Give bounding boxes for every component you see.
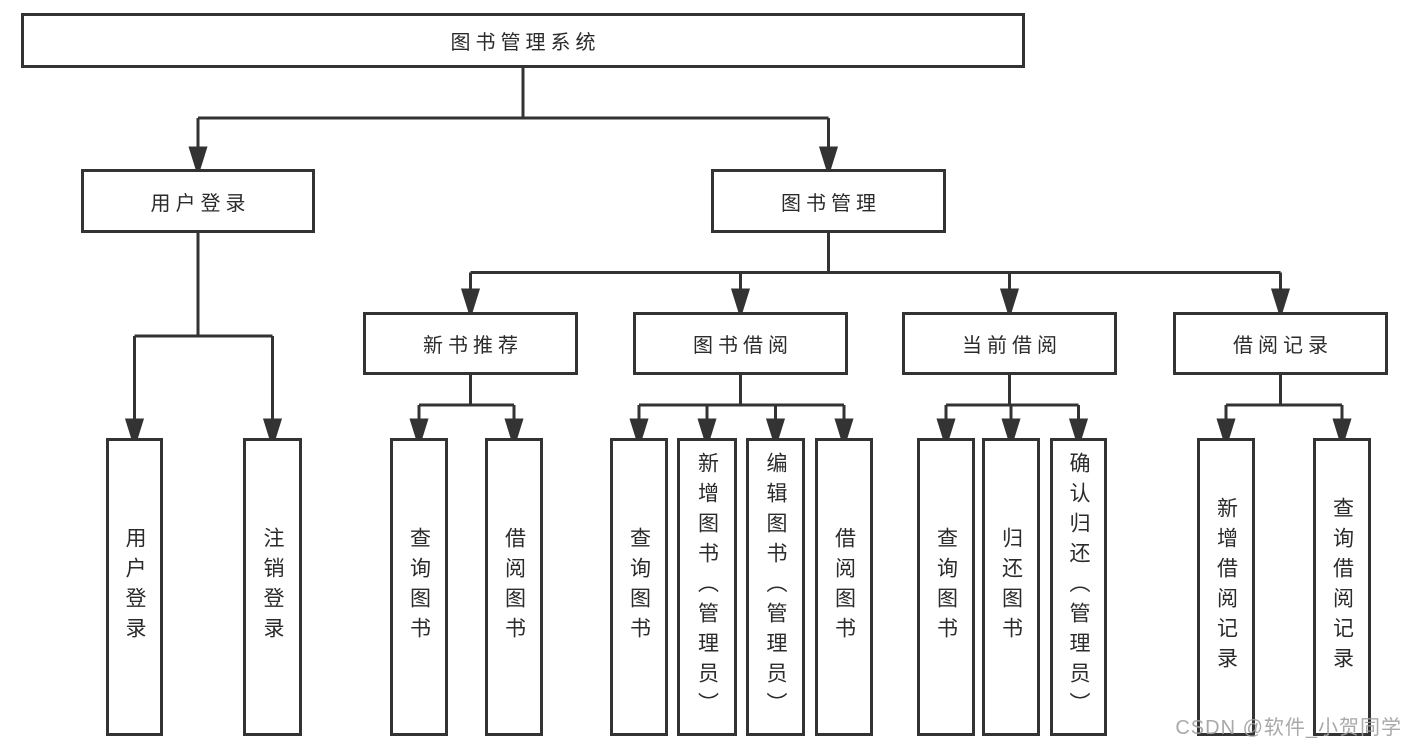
node-label: 当前借阅 [962, 335, 1062, 357]
leaf-add-borrow-record: 新增借阅记录 [1197, 438, 1255, 736]
node-label: 图书管理 [781, 192, 881, 215]
connector-newbook-to-leaves [409, 375, 524, 450]
leaf-label: 查询图书 [627, 527, 651, 647]
node-borrow-record: 借阅记录 [1173, 312, 1388, 375]
node-current-borrow: 当前借阅 [902, 312, 1117, 375]
leaf-label: 归还图书 [999, 527, 1023, 647]
leaf-logout: 注销登录 [243, 438, 302, 736]
node-label: 借阅记录 [1233, 335, 1333, 357]
leaf-label: 查询借阅记录 [1330, 497, 1354, 677]
node-user-login: 用户登录 [81, 169, 315, 233]
leaf-label: 确认归还（管理员） [1067, 452, 1090, 722]
leaf-user-login: 用户登录 [106, 438, 163, 736]
connector-root-to-level2 [188, 68, 839, 178]
connector-login-to-leaves [124, 233, 283, 450]
leaf-return-book: 归还图书 [982, 438, 1040, 736]
leaf-query-borrow-record: 查询借阅记录 [1313, 438, 1371, 736]
connector-borrow-to-leaves [629, 375, 854, 450]
leaf-query-book-3: 查询图书 [917, 438, 975, 736]
leaf-label: 用户登录 [123, 527, 146, 647]
node-label: 新书推荐 [423, 335, 523, 357]
node-book-management: 图书管理 [711, 169, 946, 233]
node-new-book-recommend: 新书推荐 [363, 312, 578, 375]
leaf-label: 查询图书 [934, 527, 958, 647]
leaf-borrow-book-2: 借阅图书 [815, 438, 873, 736]
node-label: 用户登录 [150, 192, 251, 215]
node-book-borrow: 图书借阅 [633, 312, 848, 375]
node-label: 图书借阅 [693, 335, 793, 357]
leaf-label: 查询图书 [407, 527, 431, 647]
connector-current-to-leaves [936, 375, 1089, 450]
leaf-query-book-1: 查询图书 [390, 438, 448, 736]
leaf-confirm-return-admin: 确认归还（管理员） [1050, 438, 1107, 736]
leaf-label: 新增图书（管理员） [695, 452, 719, 722]
leaf-edit-book-admin: 编辑图书（管理员） [746, 438, 805, 736]
node-label: 图书管理系统 [450, 32, 601, 54]
connector-record-to-leaves [1216, 375, 1352, 450]
watermark: CSDN @软件_小贺同学 [1175, 717, 1402, 739]
leaf-label: 编辑图书（管理员） [764, 452, 787, 722]
leaf-label: 借阅图书 [502, 527, 526, 647]
leaf-query-book-2: 查询图书 [610, 438, 668, 736]
connector-management-to-level3 [460, 233, 1291, 320]
leaf-label: 注销登录 [261, 527, 284, 647]
leaf-add-book-admin: 新增图书（管理员） [677, 438, 737, 736]
leaf-label: 借阅图书 [832, 527, 856, 647]
node-library-system: 图书管理系统 [21, 13, 1025, 68]
leaf-label: 新增借阅记录 [1214, 497, 1238, 677]
leaf-borrow-book-1: 借阅图书 [485, 438, 543, 736]
